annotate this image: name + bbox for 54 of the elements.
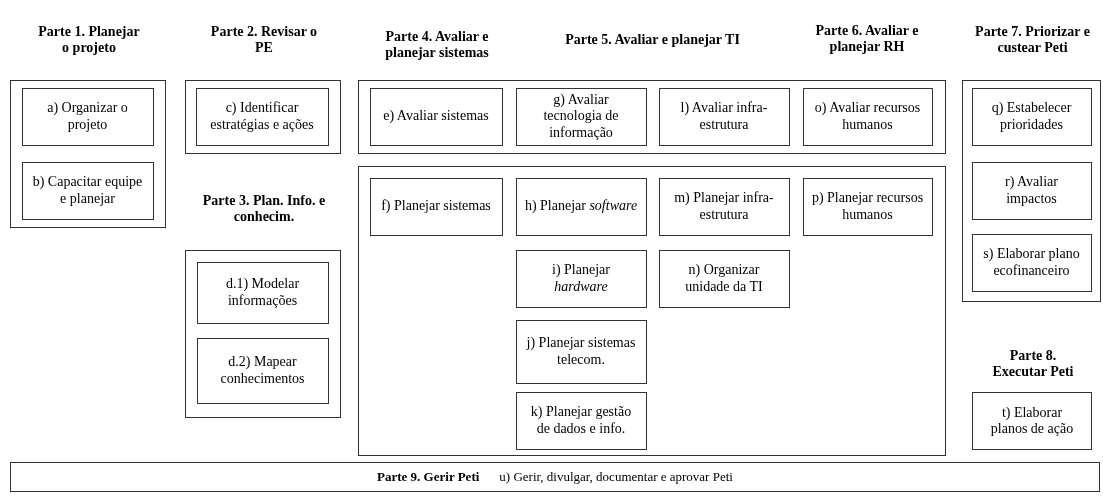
step-text: i) Planejar hardware [551, 262, 611, 295]
group-heading: Parte 1. Planejar o projeto [37, 23, 141, 57]
step-box [195, 87, 329, 146]
step-box [369, 177, 503, 236]
step-box [21, 87, 154, 146]
step-box [658, 177, 790, 236]
step-text: e) Avaliar sistemas [383, 108, 489, 125]
step-box [10, 462, 1100, 492]
step-text: b) Capacitar equipe e planejar [31, 174, 144, 207]
section-heading: Parte 5. Avaliar e planejar TI [565, 31, 740, 49]
group-box [358, 80, 946, 154]
step-text: g) Avaliar tecnologia de informação [542, 92, 620, 141]
step-text: q) Estabelecer prioridades [990, 100, 1073, 133]
section-heading: Parte 6. Avaliar e planejar RH [814, 22, 920, 56]
step-box [802, 87, 933, 146]
step-box [802, 177, 933, 236]
step-text: t) Elaborar planos de ação [989, 404, 1075, 438]
step-box [196, 337, 329, 404]
step-text: n) Organizar unidade da TI [684, 262, 764, 295]
group-heading: Parte 2. Revisar o PE [209, 23, 319, 57]
step-text: r) Avaliar impactos [1004, 174, 1059, 207]
step-box [971, 87, 1092, 146]
step-box [515, 319, 647, 384]
step-text: j) Planejar sistemas telecom. [525, 335, 637, 368]
step-box [515, 87, 647, 146]
section-heading: Parte 4. Avaliar e planejar sistemas [385, 28, 489, 62]
step-text: l) Avaliar infra-estrutura [679, 100, 769, 133]
step-text: d.1) Modelar informações [224, 276, 301, 309]
group-box [358, 166, 946, 456]
group-heading: Parte 7. Priorizar e custear Peti [974, 23, 1091, 57]
step-box [515, 177, 647, 236]
step-text: a) Organizar o projeto [46, 100, 129, 133]
step-text: p) Planejar recursos humanos [811, 190, 924, 223]
step-text: d.2) Mapear conhecimentos [219, 354, 306, 387]
step-text: c) Identificar estratégias e ações [209, 100, 315, 133]
step-box [658, 87, 790, 146]
step-text: f) Planejar sistemas [381, 198, 491, 215]
step-box [971, 161, 1092, 220]
group-heading: Parte 8. Executar Peti [991, 347, 1075, 381]
section-heading: Parte 9. Gerir Peti [377, 468, 480, 487]
step-box [196, 261, 329, 324]
step-text: o) Avaliar recursos humanos [813, 100, 922, 133]
step-text: m) Planejar infra-estrutura [673, 190, 775, 223]
step-text: h) Planejar software [524, 198, 638, 215]
step-text: u) Gerir, divulgar, documentar e aprovar Peti [499, 468, 733, 487]
step-box [515, 249, 647, 308]
step-box [21, 161, 154, 220]
step-text: s) Elaborar plano ecofinanceiro [982, 246, 1081, 279]
step-box [971, 233, 1092, 292]
step-text: k) Planejar gestão de dados e info. [529, 404, 633, 437]
step-box [515, 391, 647, 450]
step-box [369, 87, 503, 146]
group-heading: Parte 3. Plan. Info. e conhecim. [201, 192, 327, 226]
step-box [658, 249, 790, 308]
